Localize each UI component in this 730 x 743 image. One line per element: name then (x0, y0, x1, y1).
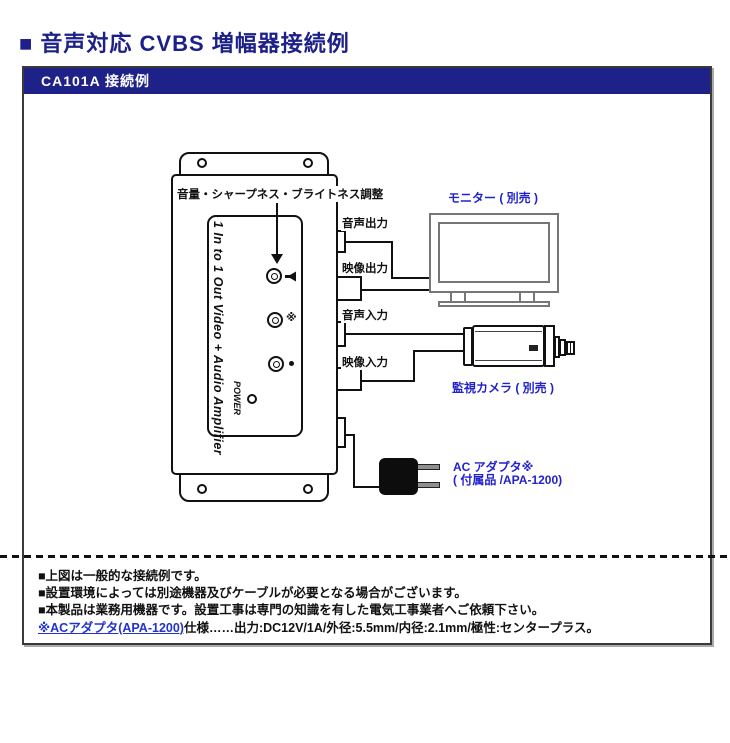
camera-badge (529, 345, 538, 351)
notes-block: ■上図は一般的な接続例です。 ■設置環境によっては別途機器及びケーブルが必要とな… (38, 568, 599, 637)
ac-adapter-label-line1: AC アダプタ※ (453, 460, 534, 474)
power-cable (353, 434, 355, 488)
power-led-icon (247, 394, 257, 404)
video-in-port (336, 367, 362, 391)
note-line: ※ACアダプタ(APA-1200)仕様……出力:DC12V/1A/外径:5.5m… (38, 620, 599, 637)
frame-header-title: CA101A 接続例 (41, 73, 151, 89)
adjust-label: 音量・シャープネス・ブライトネス調整 (175, 186, 386, 202)
knob-center-icon (270, 272, 278, 280)
video-out-cable (362, 289, 431, 291)
audio-out-label: 音声出力 (341, 215, 389, 231)
ac-adapter-label-line2: ( 付属品 /APA-1200) (453, 473, 563, 487)
monitor-screen (438, 222, 550, 283)
audio-in-cable (346, 333, 467, 335)
note-line: ■上図は一般的な接続例です。 (38, 569, 207, 583)
video-in-cable (413, 350, 467, 352)
brightness-dot-icon (289, 361, 294, 366)
mount-hole-icon (197, 484, 207, 494)
video-out-port (336, 276, 362, 301)
audio-out-cable (391, 277, 431, 279)
speaker-icon (285, 271, 296, 282)
audio-out-port (336, 230, 346, 253)
sharpness-knob[interactable] (267, 312, 283, 328)
adjust-arrow-head-icon (271, 254, 283, 264)
ac-adapter (379, 458, 418, 495)
audio-out-cable (391, 241, 393, 279)
note-line: ■設置環境によっては別途機器及びケーブルが必要となる場合がございます。 (38, 586, 467, 601)
adapter-spec-link[interactable]: ※ACアダプタ(APA-1200) (38, 620, 184, 635)
mount-hole-icon (303, 158, 313, 168)
camera-back-cap (463, 327, 473, 366)
knob-center-icon (271, 316, 279, 324)
power-label: POWER (232, 381, 242, 416)
camera-lens-icon (565, 341, 575, 355)
camera-label: 監視カメラ ( 別売 ) (452, 381, 554, 395)
mount-hole-icon (303, 484, 313, 494)
frame-header-bar: CA101A 接続例 (24, 68, 710, 94)
power-cable (353, 486, 382, 488)
adjust-arrow-line (276, 203, 278, 255)
audio-in-port (336, 321, 346, 347)
power-port (336, 417, 346, 448)
knob-center-icon (272, 360, 280, 368)
volume-knob[interactable] (266, 268, 282, 284)
ac-prong-icon (417, 482, 440, 488)
video-in-cable (362, 380, 415, 382)
ac-prong-icon (417, 464, 440, 470)
video-in-label: 映像入力 (341, 354, 389, 370)
audio-out-cable (346, 241, 393, 243)
camera-body-line (475, 360, 542, 361)
device-model-text: 1 In to 1 Out Video + Audio Amplifier (211, 221, 225, 456)
note-line: ■本製品は業務用機器です。設置工事は専門の知識を有した電気工事業者へご依頼下さい… (38, 603, 545, 618)
dashed-separator (0, 555, 730, 558)
brightness-knob[interactable] (268, 356, 284, 372)
monitor-label: モニター ( 別売 ) (448, 191, 538, 205)
video-out-label: 映像出力 (341, 260, 389, 276)
camera-body-line (475, 331, 542, 332)
power-cable (346, 434, 355, 436)
mount-hole-icon (197, 158, 207, 168)
adapter-spec-text: 仕様……出力:DC12V/1A/外径:5.5mm/内径:2.1mm/極性:センタ… (183, 620, 599, 635)
video-in-cable (413, 350, 415, 382)
audio-in-label: 音声入力 (341, 307, 389, 323)
monitor-base (438, 301, 550, 307)
sharpness-symbol: ※ (286, 312, 297, 324)
ac-adapter-label: AC アダプタ※ ( 付属品 /APA-1200) (453, 461, 562, 487)
page-title: ■ 音声対応 CVBS 増幅器接続例 (19, 31, 350, 56)
